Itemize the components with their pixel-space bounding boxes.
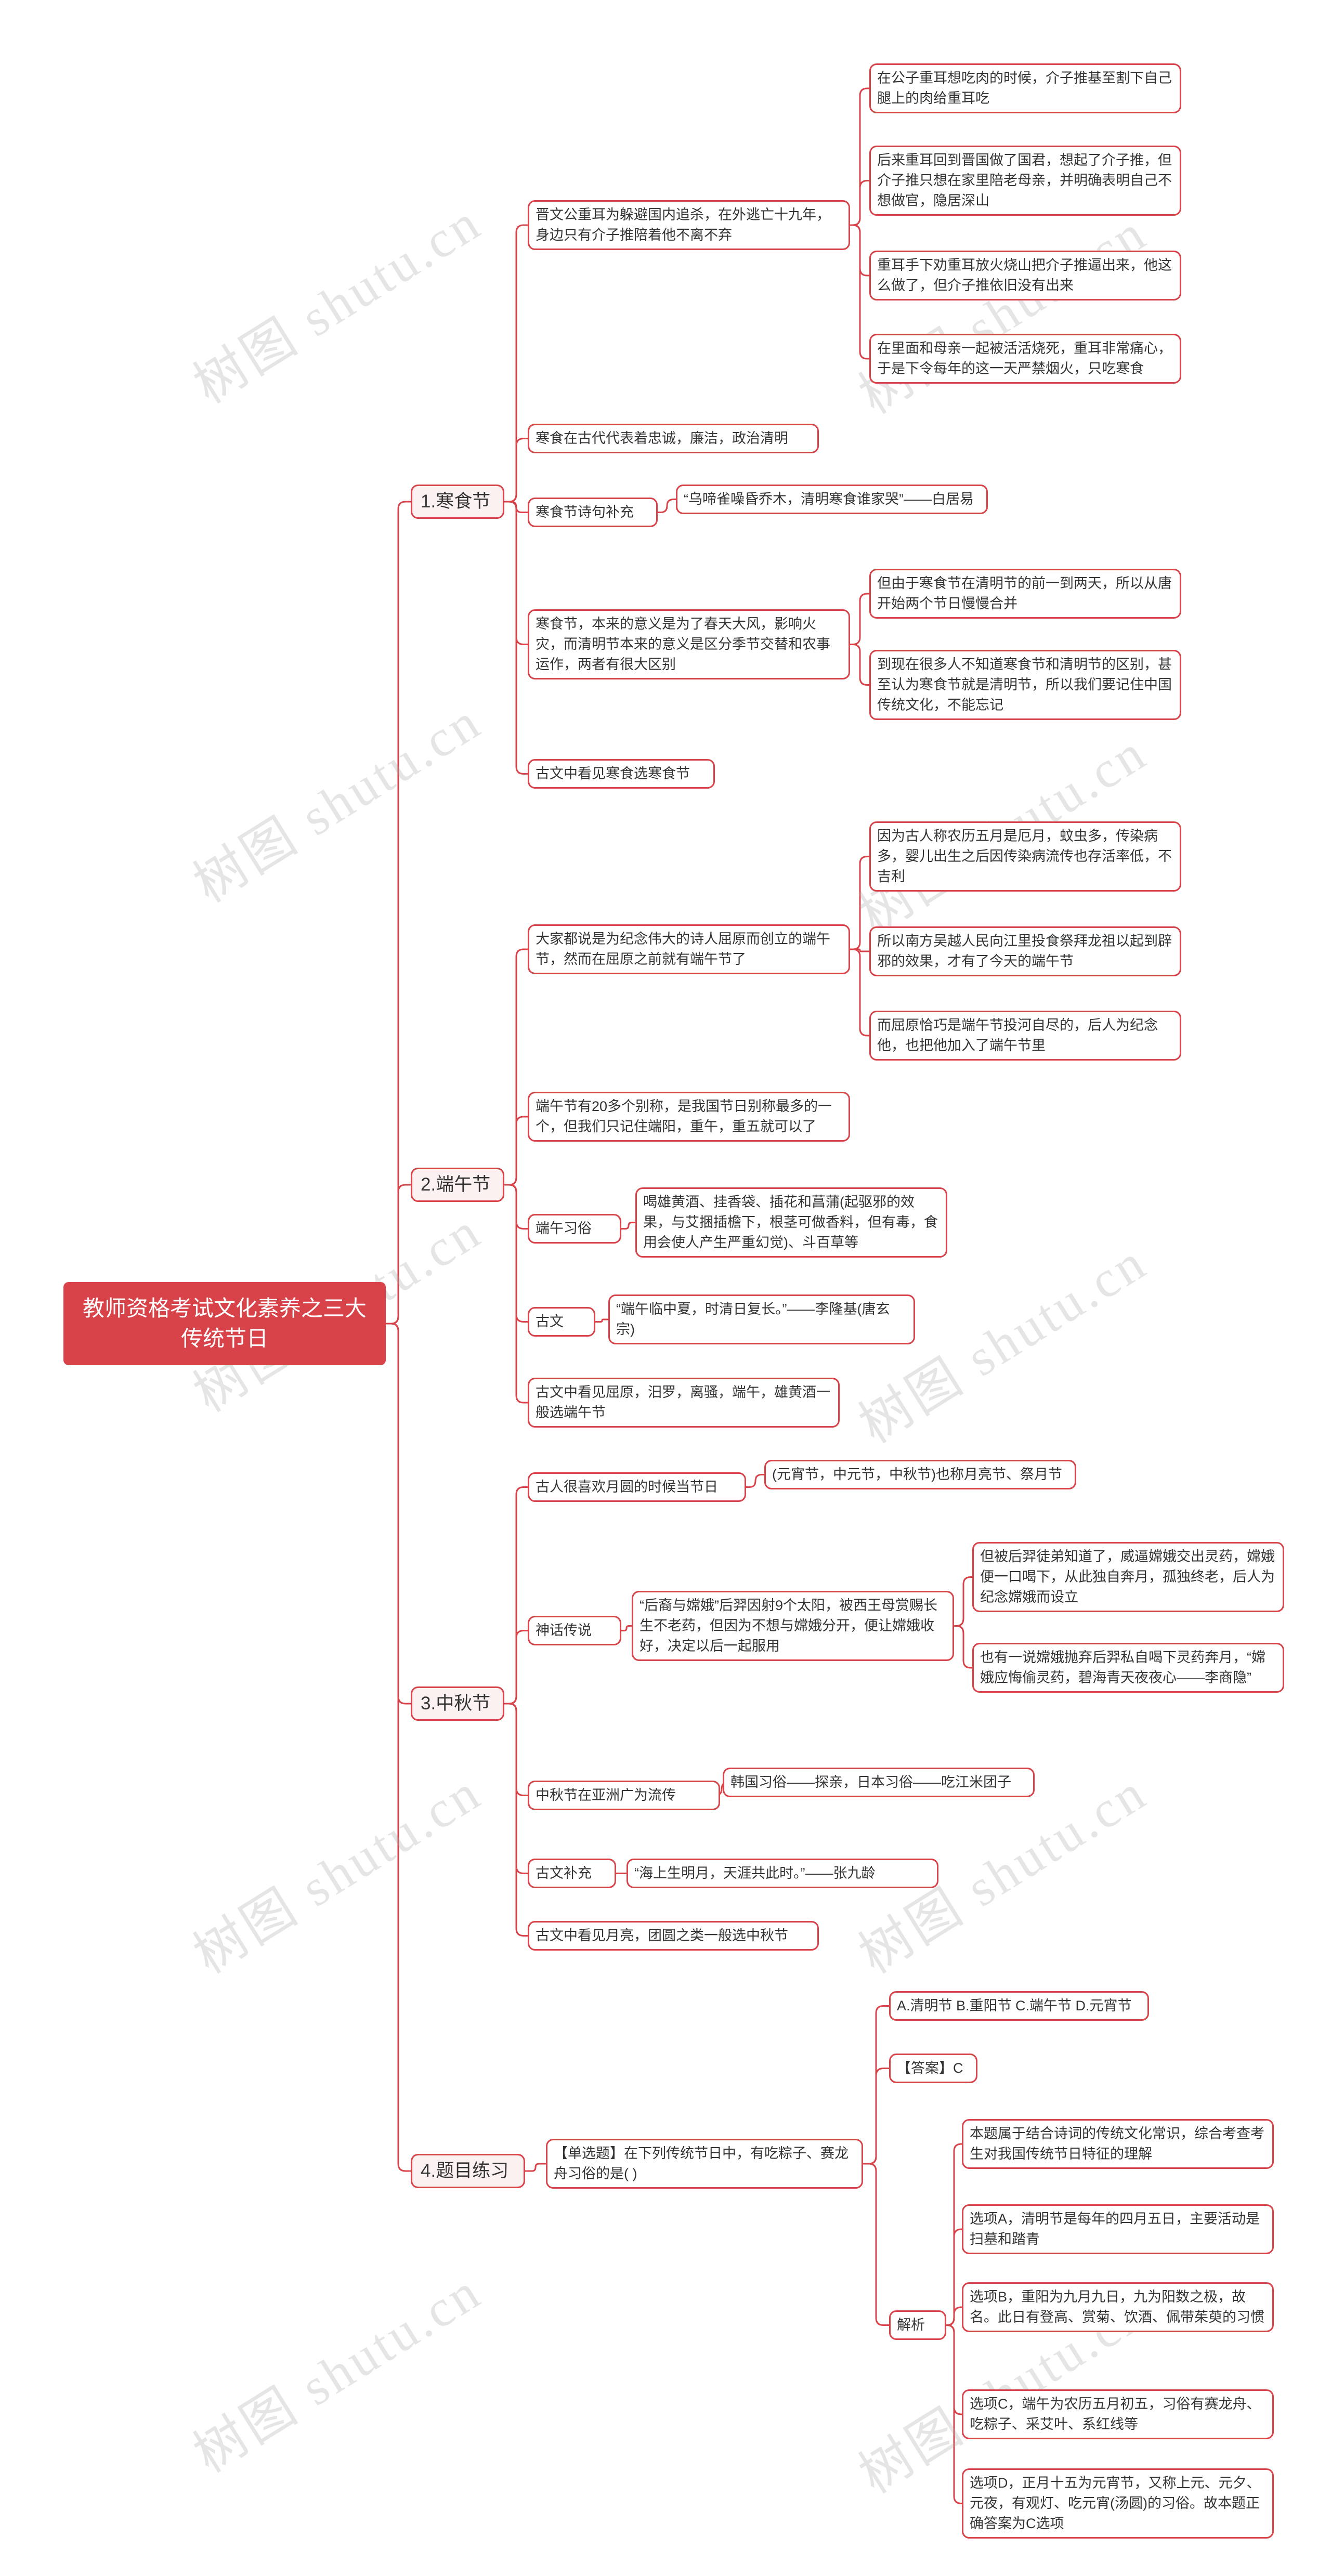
topic-chong-er-exile[interactable]: 晋文公重耳为躲避国内追杀，在外逃亡十九年，身边只有介子推陪着他不离不弃 <box>528 200 850 250</box>
topic-duanwu-customs[interactable]: 端午习俗 <box>528 1214 621 1244</box>
topic-duanwu-origin[interactable]: 大家都说是为纪念伟大的诗人屈原而创立的端午节，然而在屈原之前就有端午节了 <box>528 924 850 974</box>
connector-s3a-s3a1 <box>746 1474 764 1488</box>
topic-jie-zitui-meat[interactable]: 在公子重耳想吃肉的时候，介子推基至割下自己腿上的肉给重耳吃 <box>869 63 1181 113</box>
topic-analysis-intro[interactable]: 本题属于结合诗词的传统文化常识，综合考查考生对我国传统节日特征的理解 <box>962 2119 1274 2169</box>
connector-s3b1-s3b1b <box>954 1625 972 1669</box>
topic-hanshi-vs-qingming[interactable]: 寒食节，本来的意义是为了春天大风，影响火灾，而清明节本来的意义是区分季节交替和农… <box>528 609 850 679</box>
topic-asia-spread[interactable]: 中秋节在亚洲广为流传 <box>528 1781 720 1810</box>
topic-hanshi-tip[interactable]: 古文中看见寒食选寒食节 <box>528 759 715 789</box>
topic-li-shangyin[interactable]: 也有一说嫦娥抛弃后羿私自喝下灵药奔月，“嫦娥应悔偷灵药，碧海青天夜夜心——李商隐… <box>972 1643 1284 1693</box>
topic-duanwu-names[interactable]: 端午节有20多个别称，是我国节日别称最多的一个，但我们只记住端阳，重午，重五就可… <box>528 1092 850 1142</box>
root-topic[interactable]: 教师资格考试文化素养之三大传统节日 <box>63 1282 386 1365</box>
connector-s2a-s2a3 <box>850 948 869 1037</box>
topic-duanwu-poem[interactable]: 古文 <box>528 1307 595 1337</box>
topic-question[interactable]: 【单选题】在下列传统节日中，有吃粽子、赛龙舟习俗的是( ) <box>546 2139 863 2189</box>
topic-burn-mountain[interactable]: 重耳手下劝重耳放火烧山把介子推逼出来，他这么做了，但介子推依旧没有出来 <box>869 251 1181 300</box>
topic-options[interactable]: A.清明节 B.重阳节 C.端午节 D.元宵节 <box>889 1991 1149 2021</box>
topic-hanshi-poem[interactable]: 寒食节诗句补充 <box>528 498 658 527</box>
branch-duanwu[interactable]: 2.端午节 <box>411 1168 504 1202</box>
branch-zhongqiu[interactable]: 3.中秋节 <box>411 1686 504 1721</box>
topic-answer[interactable]: 【答案】C <box>889 2054 977 2083</box>
topic-jie-zitui-hermit[interactable]: 后来重耳回到晋国做了国君，想起了介子推，但介子推只想在家里陪老母亲，并明确表明自… <box>869 146 1181 216</box>
connector-s2-s2b <box>504 1116 528 1186</box>
topic-moon-festivals[interactable]: (元宵节，中元节，中秋节)也称月亮节、祭月节 <box>764 1460 1076 1489</box>
connector-s1-s1e <box>504 501 528 775</box>
connector-s2a-s2a2 <box>850 948 869 952</box>
topic-option-a[interactable]: 选项A，清明节是每年的四月五日，主要活动是扫墓和踏青 <box>962 2204 1274 2254</box>
topic-li-longji-poem[interactable]: “端午临中夏，时清日复长。”——李隆基(唐玄宗) <box>608 1294 915 1344</box>
topic-cold-food-decree[interactable]: 在里面和母亲一起被活活烧死，重耳非常痛心，于是下令每年的这一天严禁烟火，只吃寒食 <box>869 334 1181 384</box>
topic-hanshi-meaning[interactable]: 寒食在古代代表着忠诚，廉洁，政治清明 <box>528 424 819 453</box>
connector-s4a3-s4a3e <box>946 2324 962 2504</box>
topic-remember-culture[interactable]: 到现在很多人不知道寒食节和清明节的区别，甚至认为寒食节就是清明节，所以我们要记住… <box>869 650 1181 720</box>
connector-s2d-s2d1 <box>595 1318 608 1323</box>
branch-hanshi[interactable]: 1.寒食节 <box>411 485 504 519</box>
topic-customs-detail[interactable]: 喝雄黄酒、挂香袋、插花和菖蒲(起驱邪的效果，与艾捆插檐下，根茎可做香料，但有毒，… <box>635 1187 947 1258</box>
topic-zhang-jiuling[interactable]: “海上生明月，天涯共此时。”——张九龄 <box>627 1859 938 1888</box>
connector-s4-s4a <box>525 2163 546 2172</box>
topic-zhongqiu-poem[interactable]: 古文补充 <box>528 1859 616 1888</box>
topic-bai-juyi-poem[interactable]: “乌啼雀噪昏乔木，清明寒食谁家哭”——白居易 <box>676 485 988 514</box>
topic-analysis[interactable]: 解析 <box>889 2310 946 2340</box>
connector-s1a-s1a2 <box>850 180 869 226</box>
topic-full-moon[interactable]: 古人很喜欢月圆的时候当节日 <box>528 1472 746 1502</box>
topic-duanwu-tip[interactable]: 古文中看见屈原，汨罗，离骚，端午，雄黄酒一般选端午节 <box>528 1378 840 1428</box>
connector-s3-s3e <box>504 1703 528 1937</box>
topic-option-d[interactable]: 选项D，正月十五为元宵节，又称上元、元夕、元夜，有观灯、吃元宵(汤圆)的习俗。故… <box>962 2468 1274 2539</box>
connector-root-s4 <box>386 1323 411 2172</box>
connector-s4a-s4a3 <box>863 2163 889 2326</box>
connector-s1c-s1c1 <box>658 499 676 513</box>
connector-s3-s3b <box>504 1630 528 1705</box>
topic-houyi-change[interactable]: “后裔与嫦娥”后羿因射9个太阳，被西王母赏赐长生不老药，但因为不想与嫦娥分开，便… <box>632 1591 954 1661</box>
topic-zhongqiu-tip[interactable]: 古文中看见月亮，团圆之类一般选中秋节 <box>528 1921 819 1951</box>
topic-wuyue-sacrifice[interactable]: 所以南方吴越人民向江里投食祭拜龙祖以起到辟邪的效果，才有了今天的端午节 <box>869 926 1181 976</box>
connector-s4a-s4a2 <box>863 2068 889 2165</box>
topic-evil-month[interactable]: 因为古人称农历五月是厄月，蚊虫多，传染病多，婴儿出生之后因传染病流传也存活率低，… <box>869 821 1181 892</box>
topic-festivals-merge[interactable]: 但由于寒食节在清明节的前一到两天，所以从唐开始两个节日慢慢合并 <box>869 569 1181 619</box>
connector-s3b-s3b1 <box>621 1625 632 1631</box>
topic-myth[interactable]: 神话传说 <box>528 1616 621 1645</box>
topic-qu-yuan[interactable]: 而屈原恰巧是端午节投河自尽的，后人为纪念他，也把他加入了端午节里 <box>869 1011 1181 1061</box>
branch-practice[interactable]: 4.题目练习 <box>411 2154 525 2188</box>
topic-change-moon[interactable]: 但被后羿徒弟知道了，威逼嫦娥交出灵药，嫦娥便一口喝下，从此独自奔月，孤独终老，后… <box>972 1542 1284 1612</box>
connector-s1d-s1d1 <box>850 593 869 645</box>
topic-korea-japan[interactable]: 韩国习俗——探亲，日本习俗——吃江米团子 <box>723 1768 1035 1797</box>
topic-option-c[interactable]: 选项C，端午为农历五月初五，习俗有赛龙舟、吃粽子、采艾叶、系红线等 <box>962 2389 1274 2439</box>
connector-s3b1-s3b1a <box>954 1576 972 1627</box>
connector-s1d-s1d2 <box>850 644 869 686</box>
topic-option-b[interactable]: 选项B，重阳为九月九日，九为阳数之极，故名。此日有登高、赏菊、饮酒、佩带茱萸的习… <box>962 2282 1274 2332</box>
connector-s1-s1b <box>504 438 528 503</box>
connector-s1a-s1a4 <box>850 224 869 360</box>
connector-root-s2 <box>386 1184 411 1325</box>
connector-s2a-s2a1 <box>850 856 869 950</box>
connector-s2c-s2c1 <box>621 1222 635 1230</box>
connector-s2-s2e <box>504 1184 528 1404</box>
